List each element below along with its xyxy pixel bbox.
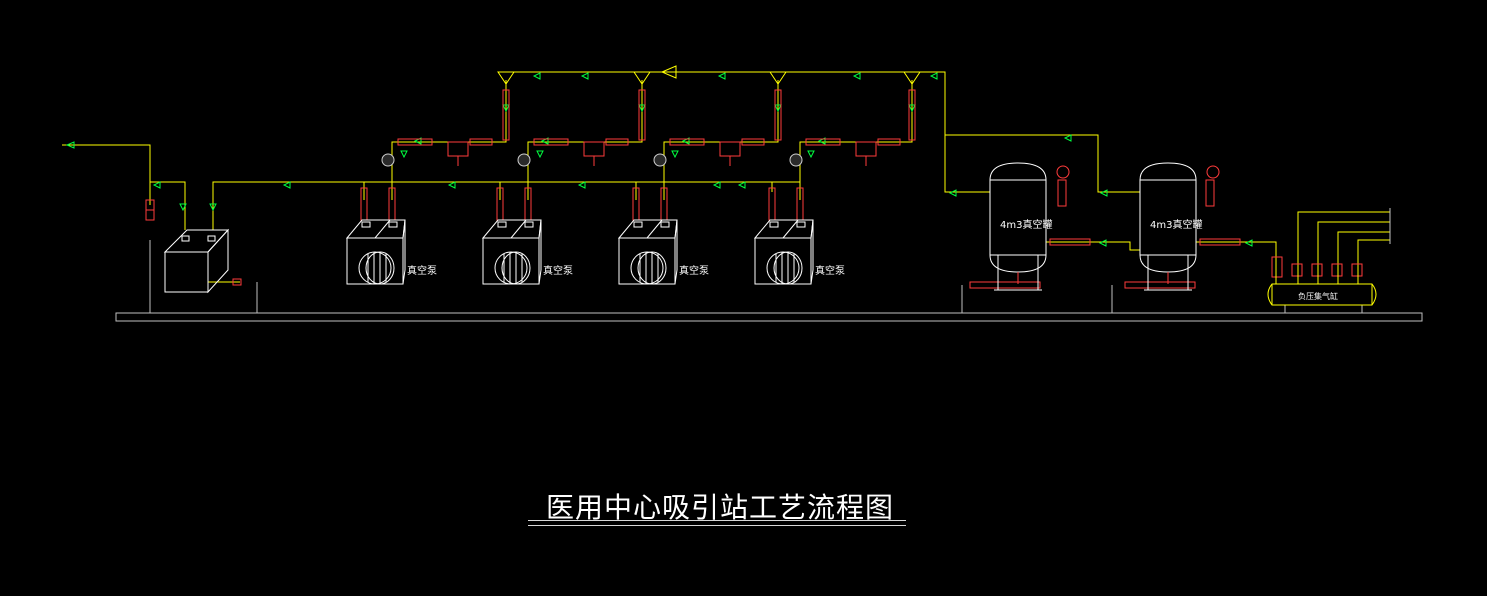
bacterial-filters xyxy=(447,141,877,166)
tank-label-1: 4m3真空罐 xyxy=(1000,218,1052,231)
pump-label-2: 真空泵 xyxy=(543,264,573,277)
title-underline-bottom xyxy=(528,525,906,526)
vacuum-pump-1 xyxy=(345,219,406,285)
flow-arrows xyxy=(65,72,1253,247)
vacuum-manifold xyxy=(1267,262,1377,306)
diagram-title: 医用中心吸引站工艺流程图 xyxy=(546,491,895,524)
pump-label-1: 真空泵 xyxy=(407,264,437,277)
pump-label-4: 真空泵 xyxy=(815,264,845,277)
vacuum-pump-3 xyxy=(617,219,678,285)
vacuum-tank-2 xyxy=(1139,162,1197,291)
check-valves xyxy=(381,153,803,167)
exhaust-filters xyxy=(497,65,921,85)
pipe-network xyxy=(62,71,1391,283)
vacuum-tank-1 xyxy=(989,162,1047,291)
manifold-label: 负压集气缸 xyxy=(1298,291,1338,301)
ground-base xyxy=(115,240,1423,322)
vacuum-pump-2 xyxy=(481,219,542,285)
pump-label-3: 真空泵 xyxy=(679,264,709,277)
tank-label-2: 4m3真空罐 xyxy=(1150,218,1202,231)
vacuum-pump-4 xyxy=(753,219,814,285)
valves xyxy=(145,89,1363,289)
control-cabinet xyxy=(163,228,230,294)
title-underline-top xyxy=(528,520,906,521)
